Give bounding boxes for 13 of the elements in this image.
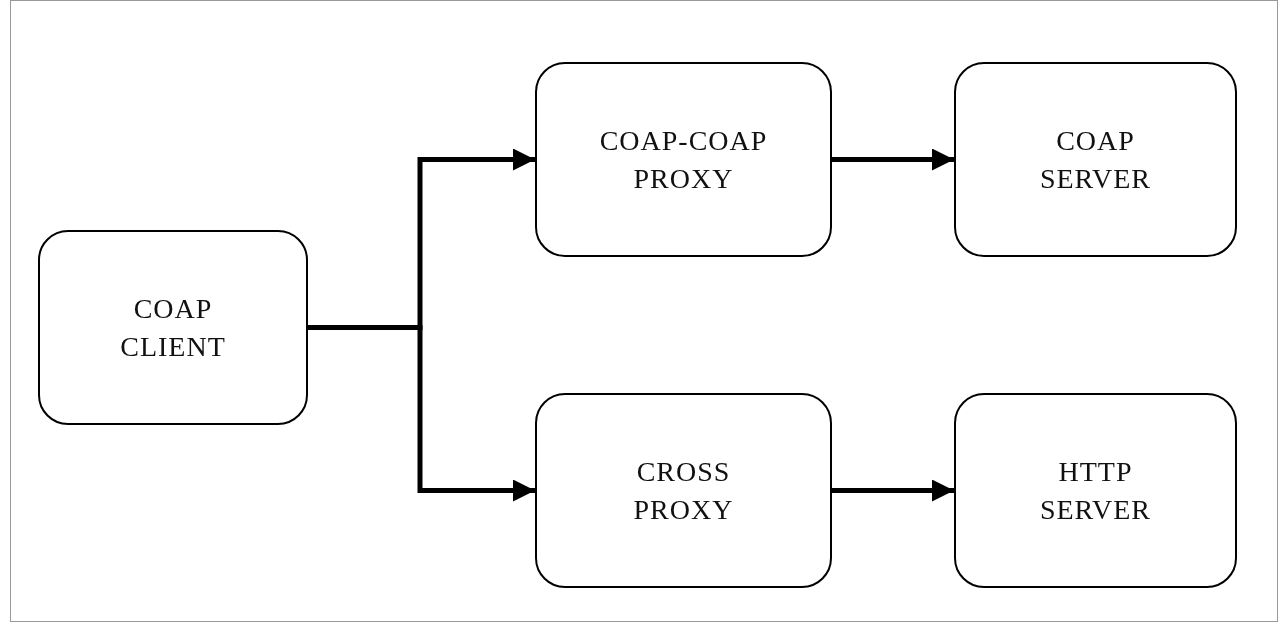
process-box: [535, 393, 832, 588]
process-box: [38, 230, 308, 425]
box-label: HTTP SERVER: [1038, 454, 1153, 527]
arrow: [832, 479, 954, 502]
box-label: COAP-COAP PROXY: [598, 123, 769, 196]
process-box: [535, 62, 832, 257]
process-box: [954, 393, 1237, 588]
arrow: [832, 148, 954, 171]
box-label: CROSS PROXY: [632, 454, 735, 527]
box-label: COAP SERVER: [1038, 123, 1153, 196]
box-label: COAP CLIENT: [119, 291, 227, 364]
arrow: [308, 325, 535, 502]
process-box: [954, 62, 1237, 257]
